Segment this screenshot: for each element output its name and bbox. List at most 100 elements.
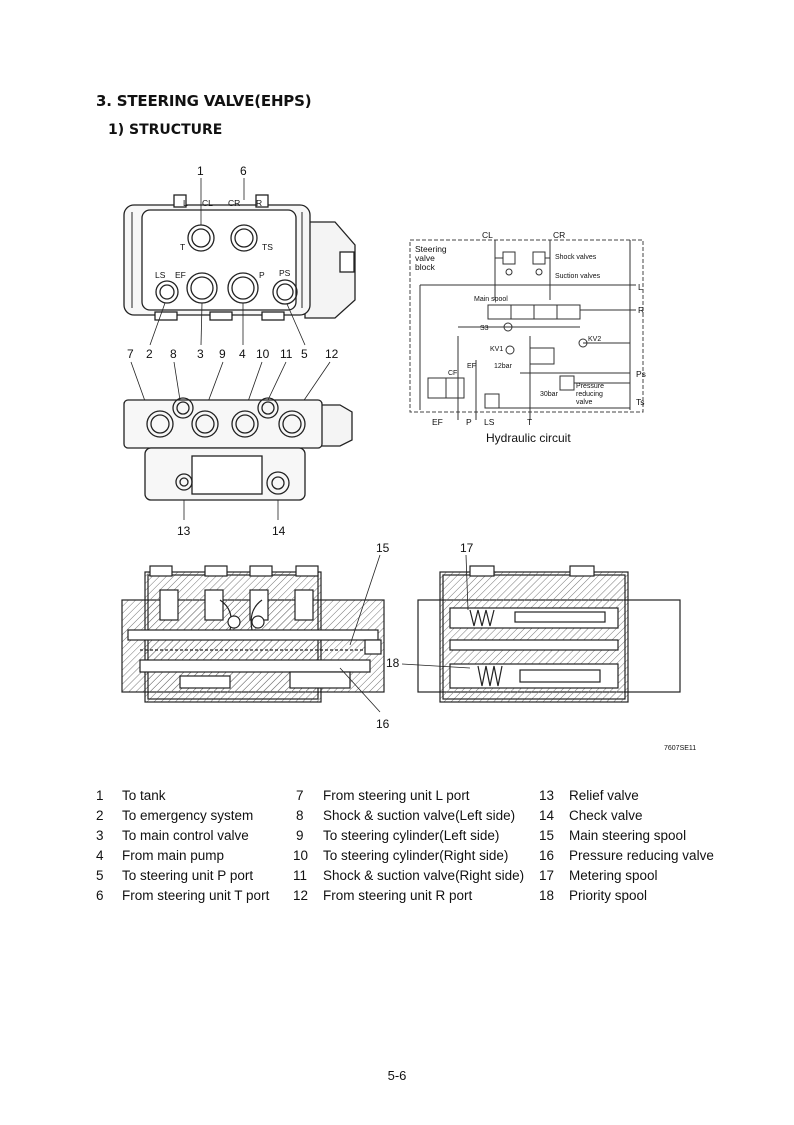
callout-1: 1 (197, 164, 204, 178)
legend-text: To main control valve (122, 828, 249, 843)
legend-text: Metering spool (569, 868, 658, 883)
hc-block-line3: block (415, 262, 436, 272)
callout-4: 4 (239, 347, 246, 361)
legend-num: 16 (539, 848, 555, 863)
hc-main-spool: Main spool (474, 296, 508, 303)
page-number: 5-6 (387, 1068, 407, 1083)
legend-num: 1 (96, 788, 104, 803)
port-label-cr: CR (228, 198, 240, 208)
legend-num: 15 (539, 828, 555, 843)
legend-num: 7 (296, 788, 304, 803)
hc-port-ts: Ts (636, 397, 645, 407)
callout-12: 12 (325, 347, 339, 361)
legend-text: Check valve (569, 808, 643, 823)
callout-3: 3 (197, 347, 204, 361)
callout-6: 6 (240, 164, 247, 178)
hc-suction-valves: Suction valves (555, 273, 601, 280)
callout-7: 7 (127, 347, 134, 361)
legend-num: 5 (96, 868, 104, 883)
legend-num: 11 (293, 868, 308, 883)
legend-text: Shock & suction valve(Right side) (323, 868, 525, 883)
callout-9: 9 (219, 347, 226, 361)
hc-port-r: R (638, 305, 644, 315)
hc-port-ef: EF (432, 417, 443, 427)
legend-text: To steering cylinder(Right side) (323, 848, 509, 863)
valve-top-view (123, 194, 356, 321)
hc-pressure-line3: valve (576, 399, 592, 406)
legend-text: From steering unit L port (323, 788, 470, 803)
callout-5: 5 (301, 347, 308, 361)
hc-port-ls: LS (484, 417, 495, 427)
legend-text: Shock & suction valve(Left side) (323, 808, 516, 823)
callout-17: 17 (460, 541, 474, 555)
callout-14: 14 (272, 524, 286, 538)
drawing-code: 7607SE11 (664, 745, 696, 752)
legend-num: 9 (296, 828, 304, 843)
hc-label-cr: CR (553, 230, 565, 240)
callout-15: 15 (376, 541, 390, 555)
top-view-port-labels: L CL CR R T TS LS EF P PS (155, 198, 291, 280)
legend-text: Main steering spool (569, 828, 687, 843)
callout-10: 10 (256, 347, 270, 361)
section-title: 3. STEERING VALVE(EHPS) (96, 92, 312, 110)
hc-kv2: KV2 (588, 336, 601, 343)
hc-s3: S3 (480, 325, 489, 332)
port-label-p: P (259, 270, 265, 280)
top-view-leaders (149, 178, 306, 346)
legend-text: To steering unit P port (122, 868, 254, 883)
legend-num: 8 (296, 808, 304, 823)
callout-13: 13 (177, 524, 191, 538)
legend-text: To emergency system (122, 808, 254, 823)
callout-11: 11 (280, 347, 293, 361)
legend-num: 10 (293, 848, 309, 863)
section-left-leaders (339, 554, 381, 713)
section-view-right (417, 565, 681, 703)
legend-num: 3 (96, 828, 104, 843)
section-right-leaders (401, 554, 471, 669)
legend-num: 13 (539, 788, 555, 803)
hc-ef-inner: EF (467, 363, 476, 370)
port-label-r: R (256, 198, 262, 208)
port-label-ps: PS (279, 268, 291, 278)
valve-side-view (123, 397, 353, 501)
legend-num: 14 (539, 808, 555, 823)
legend-text: From steering unit T port (122, 888, 270, 903)
callout-18: 18 (386, 656, 400, 670)
callout-8: 8 (170, 347, 177, 361)
legend-text: Relief valve (569, 788, 639, 803)
hc-pressure-line2: reducing (576, 391, 603, 398)
subsection-title: 1) STRUCTURE (108, 122, 223, 138)
hc-kv1: KV1 (490, 346, 503, 353)
hc-block-line1: Steering (415, 244, 447, 254)
port-label-t: T (180, 242, 185, 252)
legend-num: 18 (539, 888, 555, 903)
hc-port-ps: Ps (636, 369, 646, 379)
hc-shock-valves: Shock valves (555, 254, 597, 261)
hc-port-l: L (638, 282, 643, 292)
hc-block-line2: valve (415, 253, 435, 263)
middle-callout-row: 7 2 8 3 9 4 10 11 5 12 (127, 347, 339, 361)
hc-cf: CF (448, 370, 457, 377)
legend-text: Pressure reducing valve (569, 848, 714, 863)
port-label-ls: LS (155, 270, 166, 280)
hc-label-cl: CL (482, 230, 493, 240)
legend-num: 17 (539, 868, 555, 883)
legend-text: To tank (122, 788, 166, 803)
callout-2: 2 (146, 347, 153, 361)
legend-text: From main pump (122, 848, 225, 863)
port-label-ef: EF (175, 270, 186, 280)
callout-16: 16 (376, 717, 390, 731)
legend-text: From steering unit R port (323, 888, 473, 903)
hc-pressure-line1: Pressure (576, 383, 604, 390)
hc-port-p: P (466, 417, 472, 427)
legend-num: 12 (293, 888, 309, 903)
section-view-left (121, 565, 385, 703)
legend-text: To steering cylinder(Left side) (323, 828, 500, 843)
hc-30bar: 30bar (540, 391, 559, 398)
hydraulic-circuit: CL CR Steering valve block Shock valves … (409, 230, 646, 445)
legend-num: 6 (96, 888, 104, 903)
port-label-l: L (183, 198, 188, 208)
legend-num: 4 (96, 848, 104, 863)
